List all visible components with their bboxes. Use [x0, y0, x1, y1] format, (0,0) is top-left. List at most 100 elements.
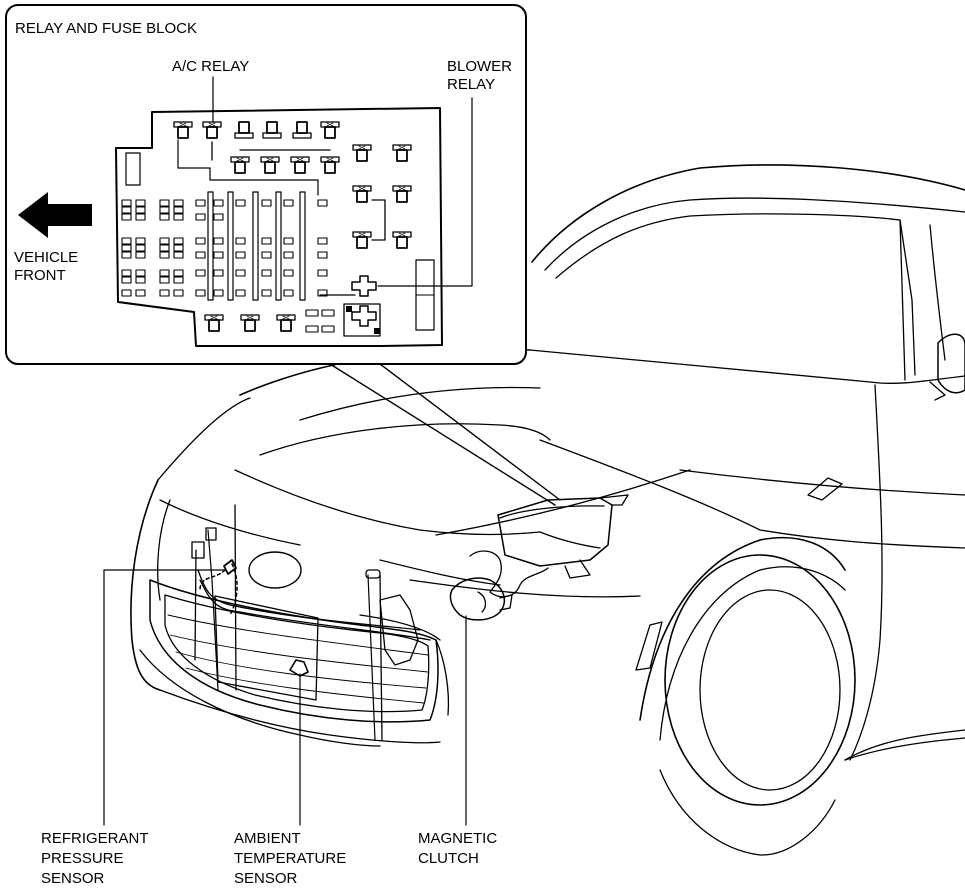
fuse-symbol — [213, 213, 224, 221]
fuse-symbol — [173, 289, 184, 297]
fuse-symbol — [317, 199, 328, 207]
ac-relay-label: A/C RELAY — [172, 58, 250, 75]
side-marker — [635, 621, 663, 671]
fuse-symbol — [195, 213, 206, 221]
fuse-symbol — [135, 244, 146, 252]
bus-bars — [207, 191, 306, 301]
fuse-symbol — [135, 269, 146, 277]
bumper-corner — [359, 614, 441, 641]
relay-symbol — [392, 231, 412, 249]
ambient-label-line3: SENSOR — [234, 870, 298, 887]
fuse-symbol — [159, 276, 170, 284]
wheel-arch — [639, 536, 846, 721]
blower-relay-label-line2: RELAY — [447, 76, 496, 93]
vehicle-front-label-line2: FRONT — [14, 267, 66, 284]
fuse-symbol — [173, 237, 184, 245]
cowl-line — [529, 349, 965, 384]
grille-bars — [167, 614, 429, 704]
inset-pointer — [329, 363, 561, 506]
fuse-symbol — [159, 251, 170, 259]
engine-bay-hoses — [469, 550, 549, 598]
ambient-label-line2: TEMPERATURE — [234, 850, 347, 867]
refrigerant-label-line3: SENSOR — [41, 870, 105, 887]
fuse-symbol — [195, 269, 206, 277]
engine-bay-line-2 — [409, 579, 641, 598]
fuse-symbol — [283, 251, 294, 259]
fuse-symbol — [159, 269, 170, 277]
relay-fuse-block-inset — [5, 4, 561, 506]
fuse-symbol — [283, 269, 294, 277]
headlight-curve — [159, 499, 301, 546]
fuse-symbol — [121, 251, 132, 259]
fuse-group — [121, 199, 335, 333]
relay-symbol — [204, 314, 224, 332]
connector-lower — [343, 303, 381, 337]
door-lower — [844, 729, 965, 761]
hood-lower — [234, 469, 541, 536]
compressor-bracket — [499, 594, 513, 611]
fuse-symbol — [195, 237, 206, 245]
fuse-symbol — [235, 199, 246, 207]
a-pillar — [899, 219, 916, 376]
connector-blower — [351, 275, 377, 297]
relay-symbol — [230, 156, 250, 174]
callout-leaders — [103, 569, 467, 826]
fuse-symbol — [321, 325, 335, 333]
ambient-sensor-body — [289, 659, 309, 677]
relay-symbol — [320, 121, 340, 139]
fuse-symbol — [173, 251, 184, 259]
relay-box-body — [497, 497, 613, 567]
fuse-symbol — [159, 213, 170, 221]
body-side-line — [679, 469, 965, 496]
fuse-symbol — [135, 237, 146, 245]
tire-bottom — [659, 769, 836, 856]
fuse-symbol — [305, 325, 319, 333]
relay-symbol — [262, 121, 282, 139]
fuse-symbol — [135, 199, 146, 207]
fuse-symbol — [173, 213, 184, 221]
blower-relay-label-line1: BLOWER — [447, 58, 513, 75]
fuse-symbol — [173, 206, 184, 214]
fuse-symbol — [135, 276, 146, 284]
fuse-symbol — [159, 289, 170, 297]
side-skirt — [844, 737, 965, 761]
hood-center — [259, 423, 551, 456]
wheel-tire — [664, 554, 856, 806]
fuse-symbol — [159, 237, 170, 245]
condenser-left-post — [207, 529, 219, 691]
relay-symbol — [292, 121, 312, 139]
fuse-symbol — [321, 309, 335, 317]
inset-title: RELAY AND FUSE BLOCK — [15, 20, 198, 37]
fuse-symbol — [121, 206, 132, 214]
leader-blower-relay — [377, 97, 473, 287]
fuse-symbol — [121, 213, 132, 221]
fuse-symbol — [305, 309, 319, 317]
grille-inner — [164, 594, 430, 713]
fuse-symbol — [135, 289, 146, 297]
fuse-symbol — [261, 237, 272, 245]
hood-front-edge — [157, 397, 251, 481]
fuse-symbol — [173, 244, 184, 252]
relay-symbol — [202, 121, 222, 139]
radiator-cap — [205, 527, 217, 541]
fuse-symbol — [317, 237, 328, 245]
fuse-symbol — [173, 199, 184, 207]
hood-seam — [539, 531, 601, 549]
fuse-symbol — [283, 237, 294, 245]
hood-right-line — [435, 469, 691, 536]
refrigerant-label-line1: REFRIGERANT — [41, 830, 149, 847]
fuse-symbol — [121, 269, 132, 277]
radiator-top — [234, 504, 237, 691]
fuse-symbol — [235, 289, 246, 297]
vehicle-front-arrow-icon — [18, 192, 92, 238]
fuse-symbol — [261, 251, 272, 259]
windshield-inner — [544, 197, 965, 271]
fuse-symbol — [213, 237, 224, 245]
fuse-symbol — [159, 199, 170, 207]
wire-a — [177, 139, 319, 196]
wheel-rim — [699, 589, 841, 791]
wheel-arch-outer — [659, 566, 846, 741]
fender-vent — [807, 477, 843, 501]
block-slot-left — [125, 152, 141, 186]
refrigerant-label-line2: PRESSURE — [41, 850, 124, 867]
